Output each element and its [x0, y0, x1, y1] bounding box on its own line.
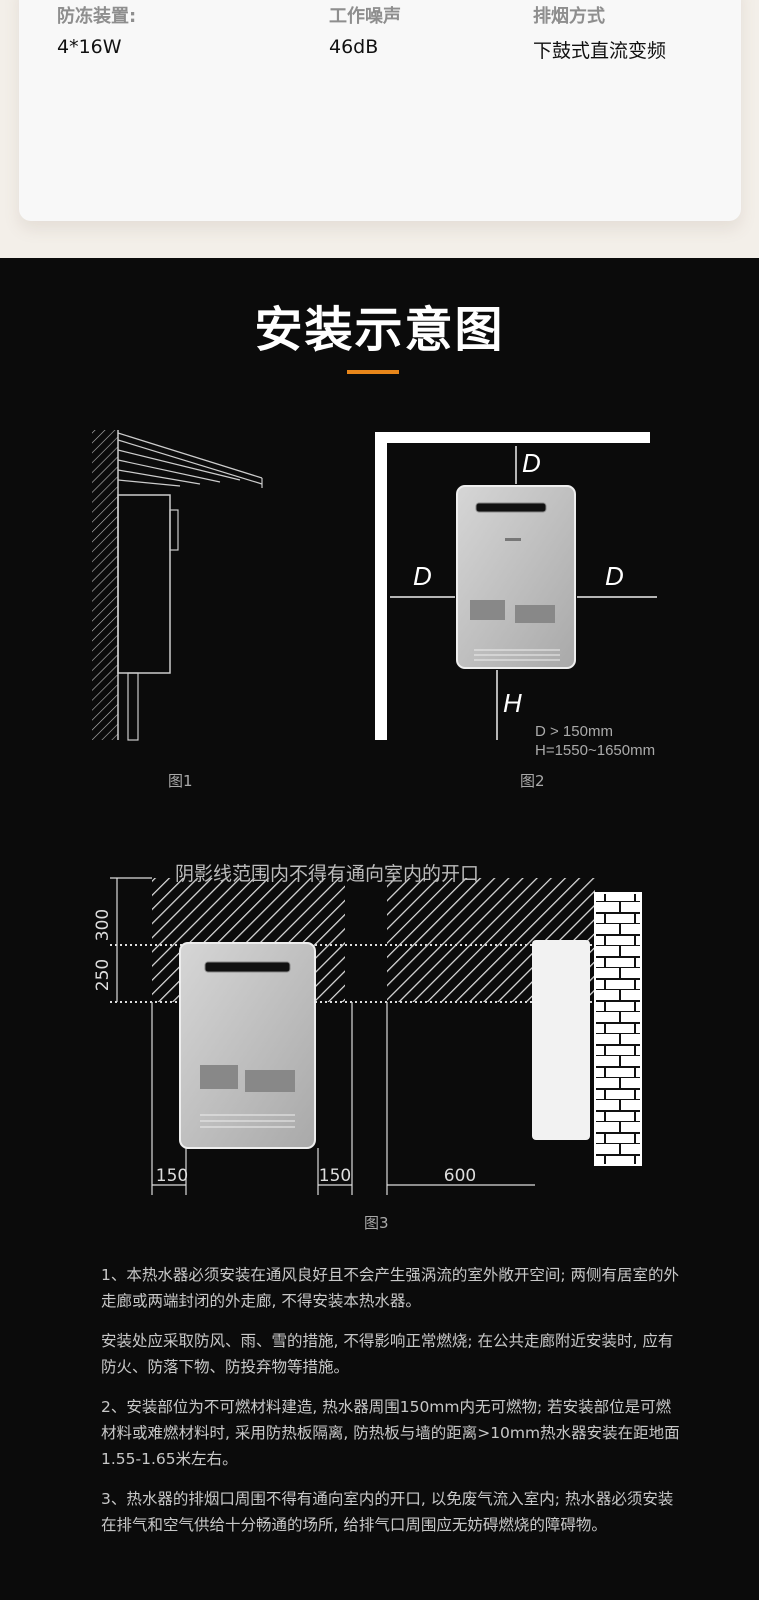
- heater-side-white: [532, 940, 590, 1140]
- spec-label: 排烟方式: [533, 6, 605, 27]
- figure-3-clearance: 300 250 150 150 600: [93, 877, 642, 1195]
- dim-600: 600: [444, 1166, 476, 1186]
- awning: [117, 432, 263, 488]
- spec-value: 46dB: [329, 36, 379, 58]
- installation-notes: 1、本热水器必须安装在通风良好且不会产生强涡流的室外敞开空间; 两侧有居室的外走…: [101, 1262, 681, 1552]
- figure-3-caption: 图3: [364, 1214, 389, 1232]
- spec-value: 下鼓式直流变频: [533, 40, 667, 62]
- spec-label: 防冻装置:: [57, 6, 137, 27]
- dim-300: 300: [93, 909, 113, 941]
- spec-value: 4*16W: [57, 36, 122, 58]
- figure-2-front-view: D D D H D > 150mm H=1550~1650mm: [375, 432, 657, 759]
- note-3: 3、热水器的排烟口周围不得有通向室内的开口, 以免废气流入室内; 热水器必须安装…: [101, 1490, 674, 1534]
- spec-label: 工作噪声: [329, 6, 401, 27]
- dim-d-right: D: [605, 561, 624, 591]
- dim-d-left: D: [413, 561, 432, 591]
- brick-wall: [594, 892, 642, 1166]
- figure-1-side-view: [92, 430, 263, 741]
- note-h: H=1550~1650mm: [535, 742, 655, 759]
- dim-150-left: 150: [156, 1166, 188, 1186]
- title-underline: [347, 370, 399, 374]
- wall-hatch: [92, 430, 118, 740]
- figure-3-heading: 阴影线范围内不得有通向室内的开口: [175, 863, 480, 885]
- dim-d-top: D: [522, 448, 541, 478]
- note-1: 1、本热水器必须安装在通风良好且不会产生强涡流的室外敞开空间; 两侧有居室的外走…: [101, 1266, 680, 1310]
- note-1b: 安装处应采取防风、雨、雪的措施, 不得影响正常燃烧; 在公共走廊附近安装时, 应…: [101, 1332, 674, 1376]
- heater-image: [179, 942, 316, 1149]
- figure-2-caption: 图2: [520, 772, 545, 790]
- dim-h: H: [503, 688, 522, 718]
- note-2: 2、安装部位为不可燃材料建造, 热水器周围150mm内无可燃物; 若安装部位是可…: [101, 1398, 680, 1468]
- note-d: D > 150mm: [535, 723, 613, 740]
- dim-250: 250: [93, 959, 113, 991]
- spec-card: 防冻装置: 4*16W 工作噪声 46dB 排烟方式 下鼓式直流变频: [19, 0, 741, 221]
- section-title: 安装示意图: [254, 302, 505, 358]
- heater-side: [117, 494, 171, 674]
- heater-image: [456, 485, 576, 669]
- figure-1-caption: 图1: [168, 772, 193, 790]
- pipe: [127, 672, 139, 741]
- dim-150-right: 150: [319, 1166, 351, 1186]
